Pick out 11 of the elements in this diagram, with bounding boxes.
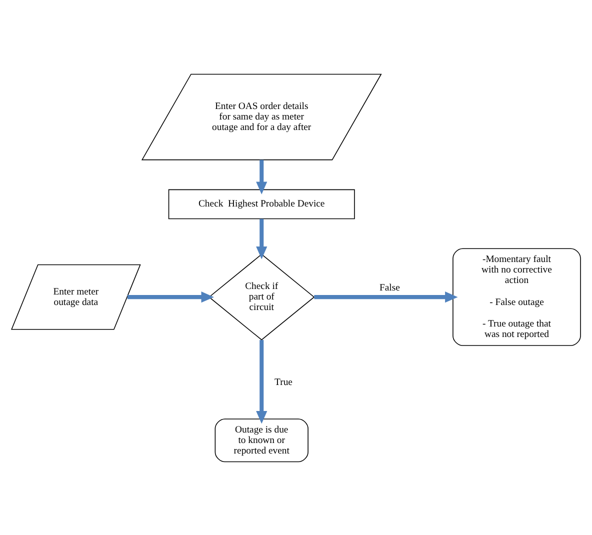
node-box: Check Highest Probable Device [168,188,355,219]
arrow [314,291,458,302]
node-box: -Momentary fault with no corrective action - False outage - True outage that was not reported [452,248,581,346]
node-diamond: Check if part of circuit [208,253,315,340]
arrow [256,340,268,424]
edge-label: False [379,282,400,294]
arrow [256,218,268,259]
node-box: Outage is due to known or reported event [214,418,308,462]
edge-label: True [274,376,292,388]
arrow [127,291,214,302]
arrow [256,159,268,194]
